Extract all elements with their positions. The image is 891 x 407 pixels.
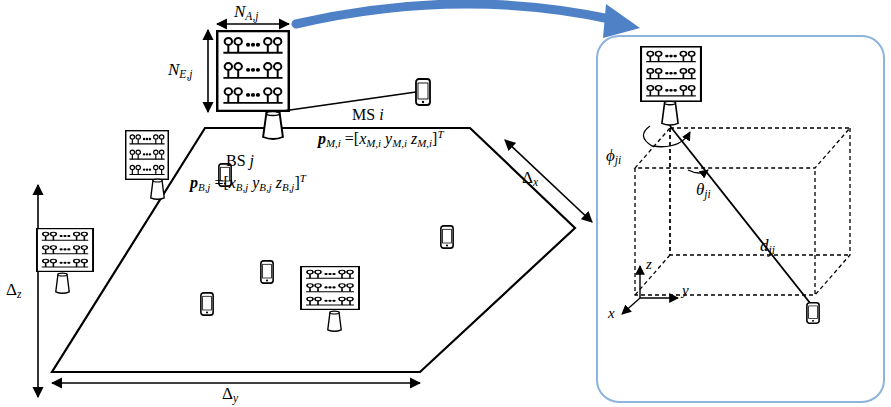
antenna-panel bbox=[301, 267, 359, 310]
bs-mast bbox=[328, 311, 342, 331]
axis-arrow bbox=[639, 266, 640, 298]
axis-label: x bbox=[608, 305, 615, 322]
position-vector: pM,i =[xM,i yM,i zM,i]T bbox=[318, 128, 443, 150]
inset-panel bbox=[597, 36, 884, 402]
dimension-label: Δz bbox=[6, 280, 21, 302]
dimension-arrow bbox=[52, 382, 420, 384]
dimension-label: Δx bbox=[522, 168, 538, 190]
mobile-station bbox=[807, 303, 819, 323]
angle-arc bbox=[643, 126, 690, 147]
angle-label: ϕji bbox=[606, 146, 621, 168]
antenna-panel bbox=[126, 131, 169, 180]
bs-mast bbox=[263, 112, 283, 140]
mobile-station bbox=[416, 79, 430, 105]
mobile-station bbox=[261, 261, 273, 283]
dimension-arrow bbox=[505, 140, 592, 222]
mobile-station bbox=[201, 293, 213, 315]
axis-arrow bbox=[640, 297, 678, 298]
zoom-arrow bbox=[296, 4, 615, 24]
geometry-box bbox=[635, 128, 850, 295]
dimension-arrow bbox=[207, 30, 209, 112]
dimension-label: Δy bbox=[222, 384, 238, 406]
bs-mast bbox=[56, 273, 70, 293]
mobile-station bbox=[441, 226, 453, 248]
dimension-label: NE,j bbox=[168, 60, 193, 82]
angle-arc bbox=[688, 170, 708, 173]
distance-label: dji bbox=[760, 236, 775, 258]
axis-label: z bbox=[646, 256, 652, 273]
zoom-arrow-head bbox=[603, 4, 640, 38]
station-label: MS i bbox=[352, 106, 384, 124]
station-label: BS j bbox=[226, 152, 254, 170]
axis-arrow bbox=[622, 298, 640, 314]
bs-mast bbox=[151, 179, 165, 199]
position-vector: pB,j =[xB,j yB,j zB,j]T bbox=[190, 172, 306, 194]
antenna-panel bbox=[37, 229, 93, 272]
angle-label: θji bbox=[696, 180, 711, 202]
antenna-panel bbox=[641, 47, 701, 101]
bs-mast bbox=[662, 101, 678, 125]
dimension-label: NA,j bbox=[234, 2, 259, 24]
axis-label: y bbox=[682, 282, 689, 299]
antenna-panel bbox=[217, 31, 289, 111]
ground-plane bbox=[52, 128, 575, 372]
distance-line bbox=[670, 126, 814, 308]
link-line bbox=[276, 92, 416, 112]
dimension-arrow bbox=[37, 185, 39, 397]
